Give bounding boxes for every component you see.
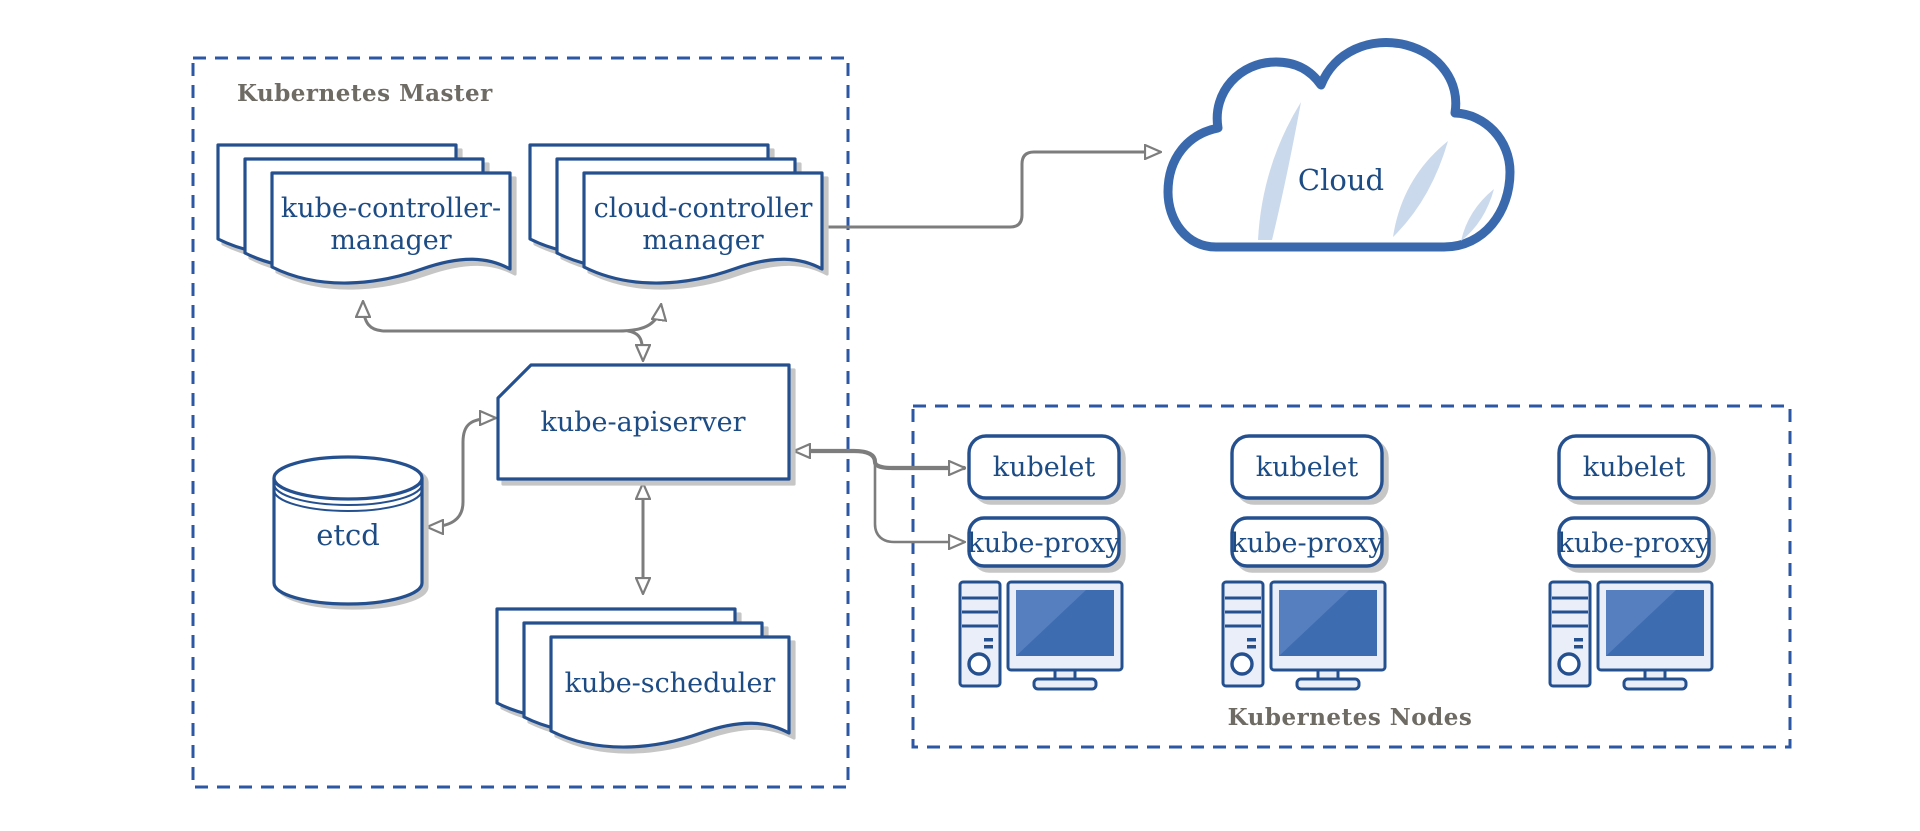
cloud-outline (1163, 38, 1515, 252)
kube-proxy-box (1557, 516, 1711, 568)
nodes-label: Kubernetes Nodes (1228, 704, 1473, 731)
arrow-cloud-controller-to-cloud (820, 152, 1160, 229)
cloud-shine (1461, 189, 1494, 241)
kube-apiserver-label: kube-apiserver (540, 407, 745, 438)
kubelet-box (967, 434, 1121, 500)
arrow-apiserver-kube-proxy (873, 462, 964, 542)
kube-controller-manager-label-line2: manager (330, 225, 451, 256)
cloud-shape (1163, 38, 1515, 252)
master-label: Kubernetes Master (237, 80, 493, 107)
etcd-ring (273, 489, 423, 512)
etcd-ring (273, 483, 423, 506)
kube-proxy-label: kube-proxy (1230, 528, 1384, 559)
cloud-shine (1258, 102, 1301, 240)
node-column: kubelet kube-proxy (1548, 434, 1714, 691)
node-computer-icon (1221, 580, 1387, 691)
etcd-body (272, 478, 424, 606)
arrow-to-kube-controller-manager (363, 302, 620, 333)
kube-proxy-box (967, 516, 1121, 568)
node-computer-icon (958, 580, 1124, 691)
node-column: kubelet kube-proxy (958, 434, 1124, 691)
cloud-controller-manager-label-line1: cloud-controller (594, 193, 813, 224)
kubelet-label: kubelet (993, 452, 1096, 483)
kube-controller-manager-label-line1: kube-controller- (281, 193, 501, 224)
kubelet-label: kubelet (1583, 452, 1686, 483)
node-column: kubelet kube-proxy (1221, 434, 1387, 691)
cloud-label: Cloud (1298, 163, 1384, 197)
kubelet-box (1230, 434, 1384, 500)
connectors (363, 152, 1160, 593)
etcd-label: etcd (316, 518, 380, 552)
kubelet-box (1557, 434, 1711, 500)
node-computer-icon (1548, 580, 1714, 691)
kube-proxy-label: kube-proxy (1557, 528, 1711, 559)
kube-apiserver-shape (496, 363, 791, 481)
kubernetes-master-boundary (191, 56, 850, 789)
cloud-shine (1393, 141, 1448, 237)
arrow-to-cloud-controller-manager (616, 305, 661, 333)
arrow-apiserver-kubelet (792, 451, 967, 468)
kubelet-label: kubelet (1256, 452, 1359, 483)
kubernetes-nodes-boundary (911, 404, 1792, 749)
arrow-etcd-apiserver (428, 418, 495, 527)
arrow-fork-to-kube-apiserver (626, 329, 643, 360)
kube-scheduler-label: kube-scheduler (565, 668, 776, 699)
kube-proxy-label: kube-proxy (967, 528, 1121, 559)
kube-proxy-box (1230, 516, 1384, 568)
cloud-controller-manager-label-line2: manager (642, 225, 763, 256)
etcd-top (272, 455, 424, 501)
etcd-shape (272, 455, 424, 606)
